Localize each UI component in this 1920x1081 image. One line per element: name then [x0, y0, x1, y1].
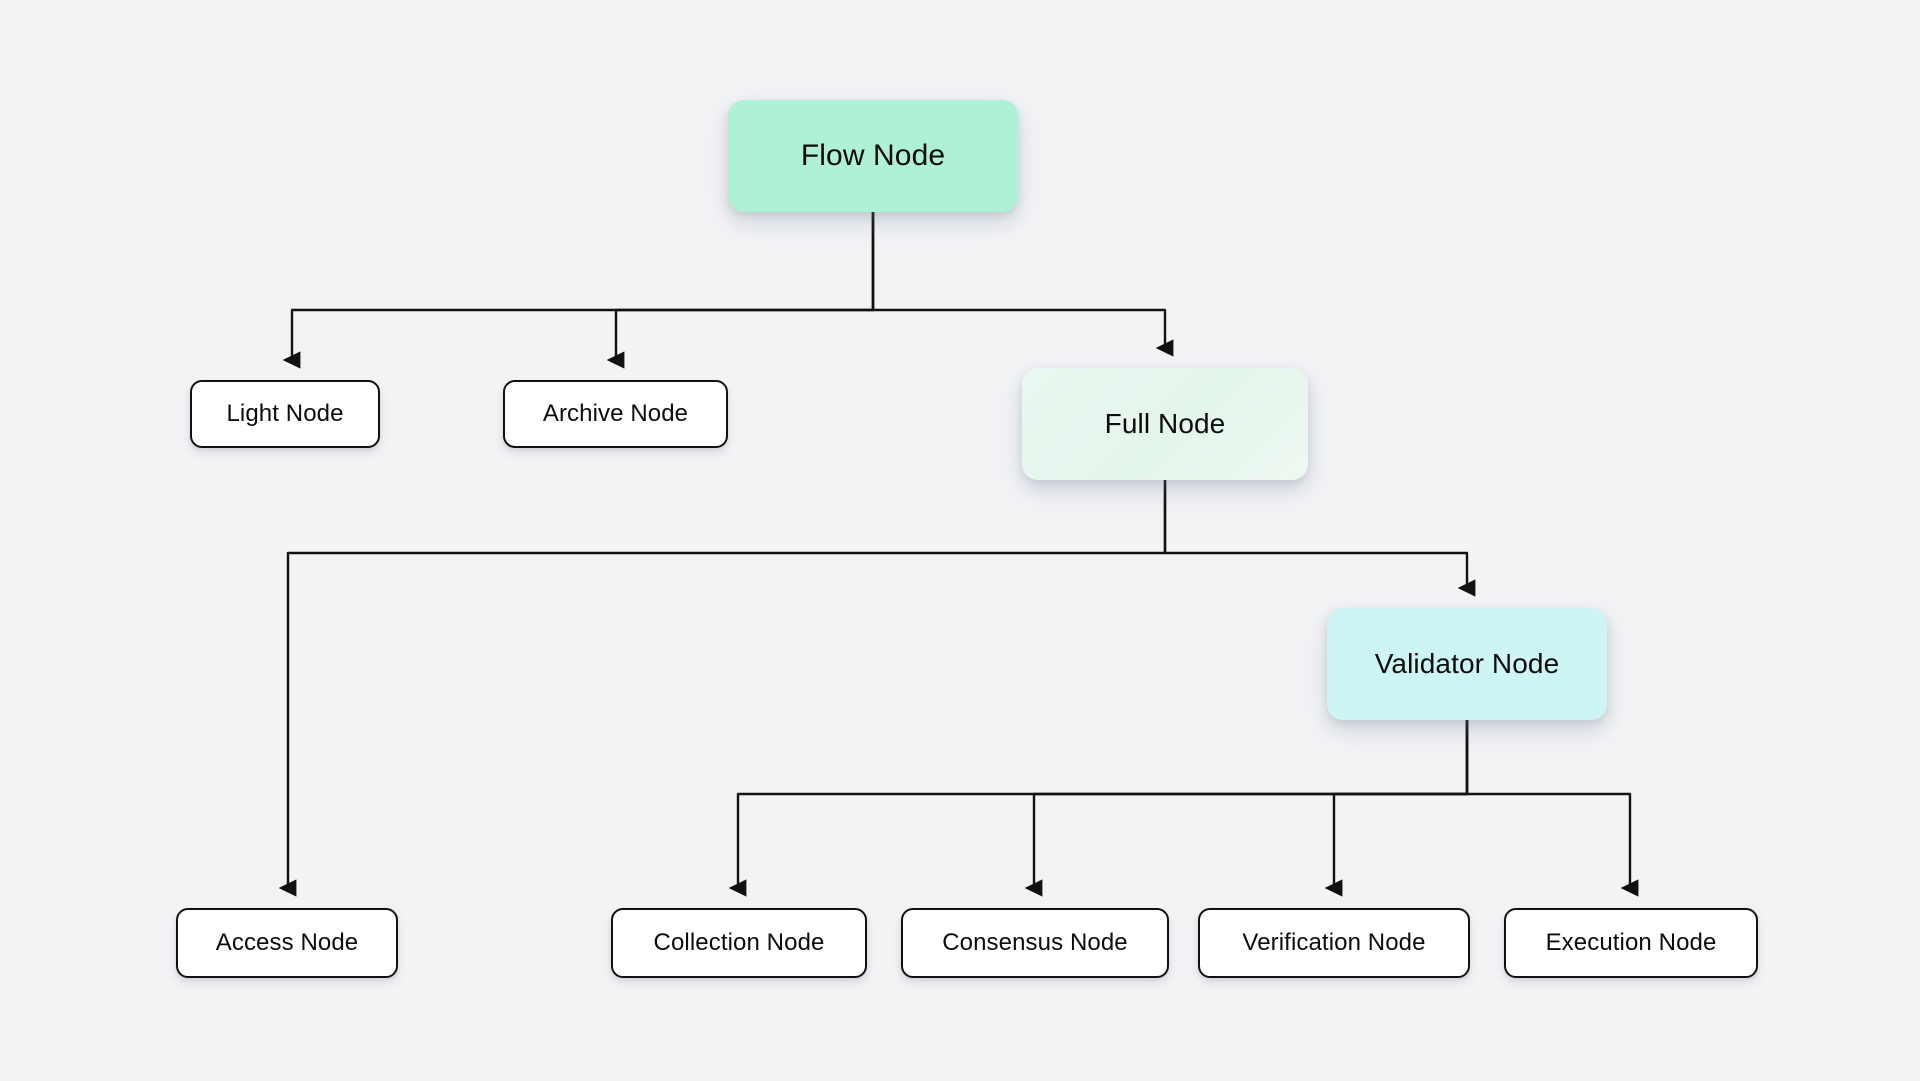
node-light-node[interactable]: Light Node [190, 380, 380, 448]
node-consensus-node[interactable]: Consensus Node [901, 908, 1169, 978]
edge-flow-to-light [282, 212, 875, 369]
node-label: Archive Node [542, 400, 689, 428]
edge-validator-to-collection [728, 720, 1469, 897]
edge-flow-to-archive [606, 212, 875, 369]
node-flow-node[interactable]: Flow Node [728, 100, 1018, 212]
edge-full-to-validator [1163, 480, 1476, 597]
node-full-node[interactable]: Full Node [1022, 368, 1308, 480]
node-label: Execution Node [1545, 929, 1717, 957]
node-access-node[interactable]: Access Node [176, 908, 398, 978]
edge-validator-to-verification [1324, 720, 1469, 897]
node-label: Verification Node [1242, 929, 1426, 957]
edge-validator-to-execution [1465, 720, 1639, 897]
edge-flow-to-full [871, 212, 1174, 357]
node-label: Light Node [226, 400, 344, 428]
edge-full-to-access [278, 480, 1167, 897]
node-label: Validator Node [1374, 647, 1560, 679]
node-validator-node[interactable]: Validator Node [1327, 608, 1607, 720]
edge-validator-to-consensus [1024, 720, 1469, 897]
node-verification-node[interactable]: Verification Node [1198, 908, 1470, 978]
node-execution-node[interactable]: Execution Node [1504, 908, 1758, 978]
node-collection-node[interactable]: Collection Node [611, 908, 867, 978]
node-label: Consensus Node [942, 929, 1128, 957]
node-label: Access Node [215, 929, 359, 957]
node-label: Collection Node [653, 929, 825, 957]
node-label: Flow Node [800, 138, 946, 172]
node-archive-node[interactable]: Archive Node [503, 380, 728, 448]
node-label: Full Node [1104, 407, 1226, 439]
